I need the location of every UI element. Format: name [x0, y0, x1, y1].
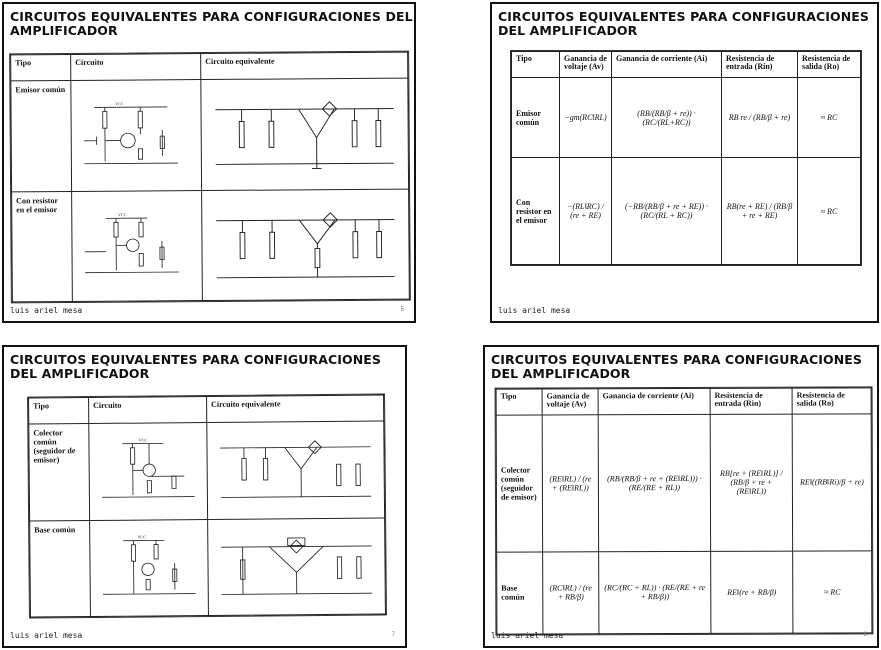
row-type-colector-comun: Colector común (seguidor de emisor)	[28, 423, 90, 521]
page-number: 5	[400, 307, 404, 313]
scanned-table: Tipo Ganancia de voltaje (Av) Ganancia d…	[494, 386, 874, 636]
emitter-resistor-equivalent-diagram	[216, 211, 395, 278]
formula-ai: (RB/(RB/β + re)) · (RC/(RL+RC))	[611, 76, 722, 159]
page-number: 7	[391, 632, 395, 638]
col-header-circuito: Circuito	[70, 53, 201, 81]
formula-rin: RE‖(re + RB/β)	[710, 550, 793, 634]
col-header-av: Ganancia de voltaje (Av)	[559, 51, 612, 78]
col-header-ai: Ganancia de corriente (Ai)	[598, 388, 711, 415]
author-label: luis ariel mesa	[498, 306, 571, 315]
col-header-av: Ganancia de voltaje (Av)	[542, 388, 599, 415]
formula-ro: ≈ RC	[797, 157, 861, 265]
circuit-diagram: VCC	[70, 79, 202, 191]
circuit-diagram: VCC	[88, 422, 208, 521]
slide-title: CIRCUITOS EQUIVALENTES PARA CONFIGURACIO…	[491, 352, 863, 381]
formula-av: (RC‖RL) / (re + RB/β)	[542, 551, 599, 634]
col-header-tipo: Tipo	[511, 51, 560, 78]
equivalent-circuit-diagram	[200, 78, 409, 191]
circuit-diagram: VCC	[89, 518, 209, 617]
page-number: 8	[863, 632, 867, 638]
scanned-table: Tipo Circuito Circuito equivalente Emiso…	[9, 50, 411, 304]
slide-title: CIRCUITOS EQUIVALENTES PARA CONFIGURACIO…	[10, 9, 413, 38]
formula-rin: RB(re + RE) / (RB/β + re + RE)	[721, 157, 798, 265]
col-header-ro: Resistencia de salida (Ro)	[797, 51, 861, 78]
formula-ai: (−RB/(RB/β + re + RE)) · (RC/(RL + RC))	[611, 157, 722, 265]
slide-title: CIRCUITOS EQUIVALENTES PARA CONFIGURACIO…	[498, 9, 870, 38]
equivalent-circuit-diagram	[201, 188, 410, 301]
row-type: Base común	[496, 551, 543, 635]
row-type: Con resistor en el emisor	[511, 157, 560, 265]
author-label: luis ariel mesa	[491, 631, 564, 640]
row-type-base-comun: Base común	[29, 520, 91, 618]
formula-rin: RB[re + (RE‖RL)] / (RB/β + re + (RE‖RL))	[710, 414, 793, 552]
col-header-circuito: Circuito	[88, 396, 207, 424]
formula-av: −(RL‖RC) / (re + RE)	[559, 157, 612, 265]
formula-av: −gm(RC‖RL)	[559, 76, 612, 159]
slide-title: CIRCUITOS EQUIVALENTES PARA CONFIGURACIO…	[10, 352, 382, 381]
row-type: Colector común (seguidor de emisor)	[496, 414, 543, 553]
svg-text:VCC: VCC	[115, 101, 124, 106]
slide-circuits-2: CIRCUITOS EQUIVALENTES PARA CONFIGURACIO…	[2, 345, 407, 648]
col-header-tipo: Tipo	[28, 397, 89, 425]
col-header-tipo: Tipo	[496, 388, 543, 416]
equivalent-circuit-diagram	[207, 517, 386, 616]
equivalent-circuit-diagram	[206, 420, 385, 519]
formula-av: (RE‖RL) / (re + (RE‖RL))	[542, 414, 599, 552]
common-base-equivalent-diagram	[221, 536, 373, 595]
formula-rin: RB re / (RB/β + re)	[721, 76, 798, 159]
col-header-circuito-equivalente: Circuito equivalente	[200, 52, 408, 80]
formula-ro: ≈ RC	[797, 76, 861, 159]
author-label: luis ariel mesa	[10, 631, 83, 640]
row-type-con-resistor: Con resistor en el emisor	[11, 190, 73, 302]
circuit-diagram: VCC	[71, 190, 203, 302]
emitter-resistor-circuit-diagram: VCC	[84, 212, 179, 273]
author-label: luis ariel mesa	[10, 306, 83, 315]
slide-formulas-1: CIRCUITOS EQUIVALENTES PARA CONFIGURACIO…	[490, 2, 879, 323]
common-collector-circuit-diagram: VCC	[102, 437, 195, 498]
formula-ai: (RB/(RB/β + re + (RE‖RL))) · (RE/(RE + R…	[598, 414, 711, 552]
formula-ro: ≈ RC	[792, 550, 872, 634]
common-emitter-circuit-diagram: VCC	[84, 101, 179, 165]
formula-ai: (RC/(RC + RL)) · (RE/(RE + re + RB/β))	[598, 551, 711, 634]
col-header-ro: Resistencia de salida (Ro)	[792, 387, 872, 415]
row-type: Emisor común	[511, 76, 560, 159]
col-header-ai: Ganancia de corriente (Ai)	[611, 51, 722, 78]
col-header-tipo: Tipo	[10, 54, 71, 81]
col-header-rin: Resistencia de entrada (Rin)	[721, 51, 798, 78]
row-type-emisor-comun: Emisor común	[10, 80, 72, 192]
common-emitter-equivalent-diagram	[215, 101, 395, 169]
scanned-table: Tipo Ganancia de voltaje (Av) Ganancia d…	[510, 50, 862, 266]
slide-circuits-1: CIRCUITOS EQUIVALENTES PARA CONFIGURACIO…	[2, 2, 416, 323]
svg-text:VCC: VCC	[118, 212, 127, 217]
col-header-circuito-equivalente: Circuito equivalente	[206, 394, 384, 423]
common-base-circuit-diagram: VCC	[103, 534, 196, 595]
col-header-rin: Resistencia de entrada (Rin)	[710, 388, 793, 415]
scanned-table: Tipo Circuito Circuito equivalente Colec…	[27, 393, 387, 619]
svg-text:VCC: VCC	[139, 437, 148, 442]
slide-formulas-2: CIRCUITOS EQUIVALENTES PARA CONFIGURACIO…	[483, 345, 879, 648]
common-collector-equivalent-diagram	[220, 440, 372, 498]
svg-text:VCC: VCC	[137, 534, 146, 539]
formula-ro: RE‖((RB‖Ri)/β + re)	[792, 413, 872, 551]
